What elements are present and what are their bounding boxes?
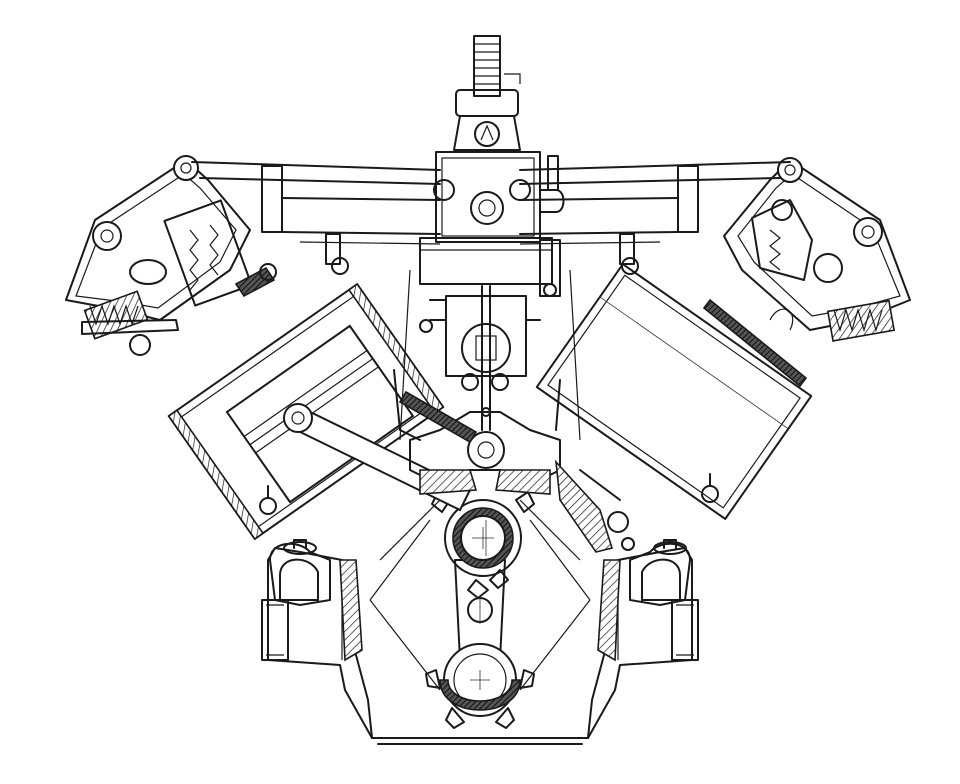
centre-lines [479,520,487,624]
crank-big-end [431,491,535,599]
right-valve-gear [723,157,911,342]
left-valve-spring [83,290,149,340]
carburettor-tower [419,35,565,431]
right-inner-linkage [554,459,635,553]
connecting-rod-center [425,559,535,729]
left-valve-gear [65,155,277,356]
left-water-elbow [269,539,331,606]
crankcase [261,499,699,745]
camshaft-housing [393,269,581,495]
top-crossbar [191,161,791,275]
right-cylinder [535,263,813,520]
right-spring-box [751,199,813,281]
right-valve-spring [826,299,896,342]
left-cylinder [167,283,719,541]
left-spring-box [163,199,253,307]
right-water-elbow [629,539,691,606]
